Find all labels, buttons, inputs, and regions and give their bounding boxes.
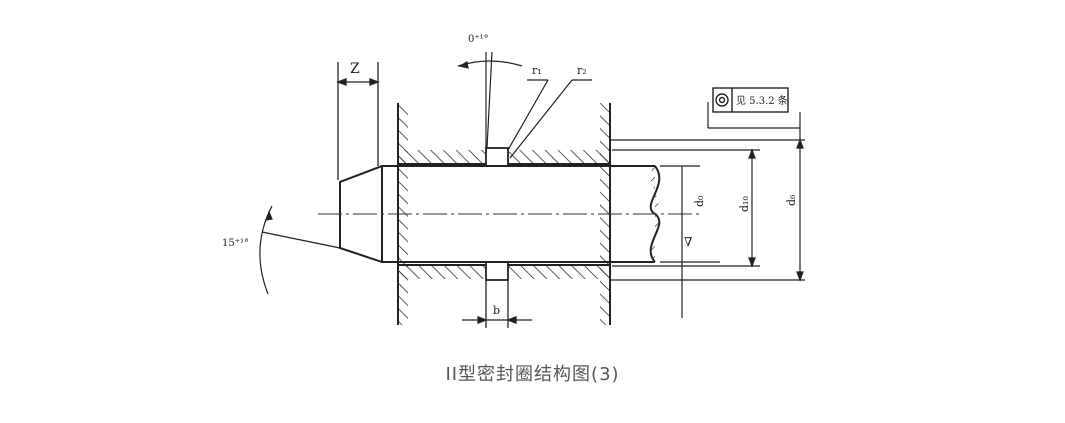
label-angle-top: 0⁺¹°	[468, 34, 489, 45]
label-angle-left: 15⁺¹°	[222, 238, 249, 249]
label-d10: d₁₀	[738, 196, 751, 212]
radius-leaders	[507, 79, 592, 159]
label-d6: d₆	[785, 194, 798, 206]
label-b: b	[493, 304, 500, 317]
label-r2: r₂	[577, 64, 587, 77]
label-d0: d₀	[693, 195, 706, 207]
figure-caption: II型密封圈结构图(3)	[445, 364, 620, 385]
dimension-b	[462, 280, 532, 328]
reference-box	[712, 87, 789, 113]
dimension-angle-left	[259, 205, 341, 295]
label-triangle: ∇	[684, 235, 692, 249]
dimension-angle-top	[457, 51, 523, 149]
label-z: Z	[350, 61, 360, 77]
label-r1: r₁	[532, 64, 542, 77]
dimension-z	[336, 62, 380, 180]
reference-note: 见 5.3.2 条	[736, 94, 788, 107]
diameter-dimensions	[610, 102, 805, 318]
